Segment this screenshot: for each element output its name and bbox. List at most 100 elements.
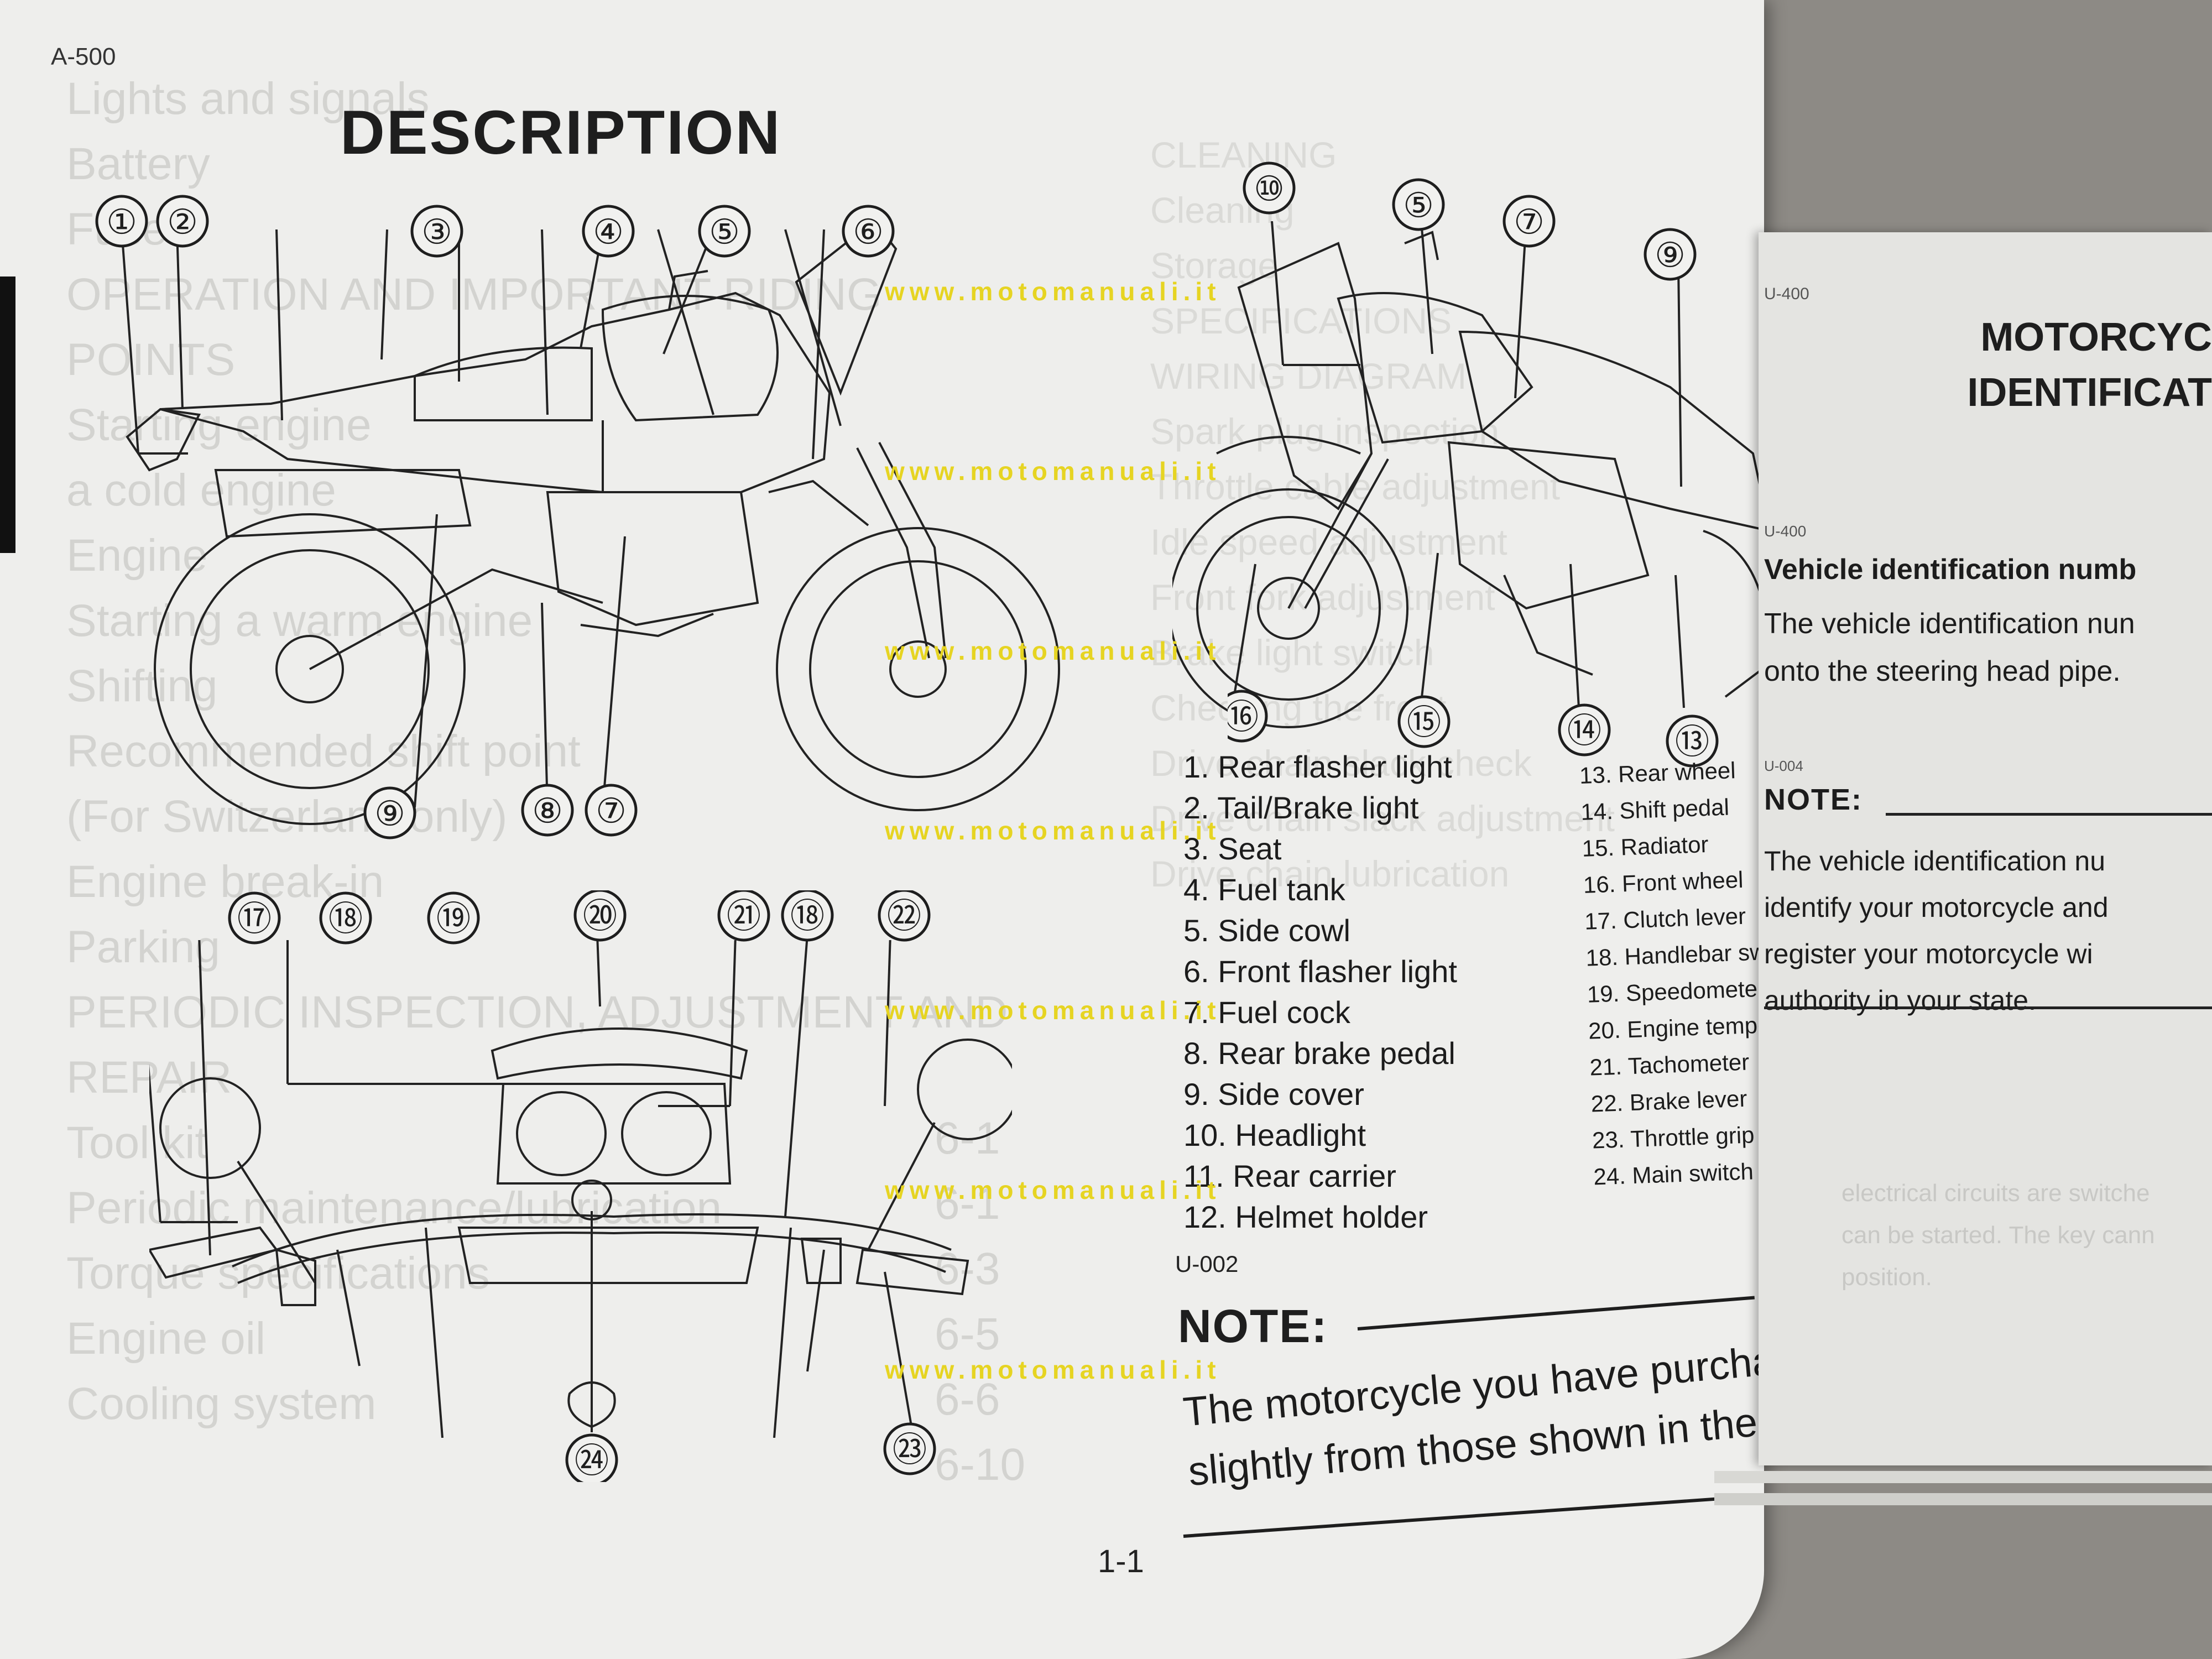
parts-list-13-24: 13. Rear wheel 14. Shift pedal 15. Radia… bbox=[1579, 749, 1764, 1196]
left-view-callouts: ① ② ③ ④ ⑤ ⑥ ⑦ ⑧ ⑨ bbox=[95, 195, 895, 839]
watermark: www.motomanuali.it bbox=[885, 277, 1221, 306]
svg-text:⑲: ⑲ bbox=[436, 900, 471, 938]
ghost-toc-line: a cold engine bbox=[66, 465, 336, 515]
ghost-toc-line: POINTS bbox=[66, 335, 236, 385]
ghost-toc-line: Tool kit bbox=[66, 1118, 208, 1168]
svg-text:㉑: ㉑ bbox=[727, 898, 761, 936]
ghost-toc-line: OPERATION AND IMPORTANT RIDING bbox=[66, 269, 882, 320]
ghost-toc-line: Drive chain slack adjustment bbox=[1150, 798, 1615, 839]
part-item: 1. Rear flasher light bbox=[1183, 749, 1452, 784]
handlebar-cockpit-diagram bbox=[149, 940, 1012, 1438]
svg-text:⑰: ⑰ bbox=[237, 900, 272, 938]
svg-text:⑯: ⑯ bbox=[1228, 698, 1259, 737]
ghost-toc-line: Front fork adjustment bbox=[1150, 577, 1495, 618]
ghost-toc-line: Lights and signals bbox=[66, 74, 430, 124]
svg-text:②: ② bbox=[167, 204, 198, 242]
ghost-line: can be started. The key cann bbox=[1841, 1222, 2155, 1249]
svg-text:⑦: ⑦ bbox=[596, 792, 627, 831]
right-view-callouts: ⑩ ⑤ ⑦ ⑨ ⑬ ⑭ ⑮ ⑯ bbox=[1228, 161, 1719, 768]
callout-4: ④ bbox=[582, 205, 635, 258]
note-heading: NOTE: bbox=[1764, 783, 1863, 816]
svg-text:㉓: ㉓ bbox=[893, 1431, 927, 1469]
section-tab bbox=[0, 276, 15, 553]
paragraph-line: The vehicle identification nun bbox=[1764, 608, 2135, 640]
note-rule bbox=[1886, 813, 2212, 816]
callout-21: ㉑ bbox=[717, 890, 770, 942]
watermark: www.motomanuali.it bbox=[885, 637, 1221, 665]
watermark: www.motomanuali.it bbox=[885, 1176, 1221, 1204]
callout-5b: ⑤ bbox=[1392, 178, 1445, 231]
note-bottom-rule bbox=[1183, 1495, 1752, 1538]
callout-7: ⑦ bbox=[585, 784, 638, 837]
callout-23: ㉓ bbox=[883, 1422, 936, 1475]
page-number: 1-1 bbox=[1098, 1543, 1144, 1579]
callout-15: ⑮ bbox=[1397, 695, 1451, 748]
callout-1: ① bbox=[95, 195, 148, 248]
ghost-toc-pages: 6-1 6-1 6-3 6-5 6-6 6-10 bbox=[935, 1106, 1025, 1498]
callout-5: ⑤ bbox=[698, 205, 751, 258]
watermark: www.motomanuali.it bbox=[885, 816, 1221, 845]
ghost-toc-line: Cooling system bbox=[66, 1379, 377, 1429]
part-item: 10. Headlight bbox=[1183, 1118, 1366, 1152]
paragraph-line: authority in your state. bbox=[1764, 985, 2036, 1016]
callout-14: ⑭ bbox=[1558, 703, 1611, 757]
ghost-toc-line: CLEANING bbox=[1150, 134, 1337, 175]
callout-2: ② bbox=[156, 195, 209, 248]
note-rule bbox=[1357, 1296, 1755, 1331]
svg-text:⑱: ⑱ bbox=[790, 898, 825, 936]
part-item: 12. Helmet holder bbox=[1183, 1199, 1428, 1234]
watermark: www.motomanuali.it bbox=[885, 457, 1221, 486]
ghost-toc-line: Drive chain lubrication bbox=[1150, 853, 1510, 894]
callout-13: ⑬ bbox=[1666, 714, 1719, 768]
part-item: 2. Tail/Brake light bbox=[1183, 790, 1419, 825]
bleed-through-toc-right: CLEANING Cleaning Storage SPECIFICATIONS… bbox=[1150, 127, 1759, 901]
svg-text:⑦: ⑦ bbox=[1514, 204, 1545, 242]
ghost-toc-page: 6-6 bbox=[935, 1374, 1000, 1425]
ghost-toc-page: 6-5 bbox=[935, 1309, 1000, 1359]
callout-19: ⑲ bbox=[427, 891, 480, 945]
callout-3: ③ bbox=[410, 205, 463, 258]
callout-16: ⑯ bbox=[1228, 690, 1268, 743]
part-item: 5. Side cowl bbox=[1183, 913, 1350, 948]
svg-text:⑤: ⑤ bbox=[709, 213, 740, 252]
svg-text:㉔: ㉔ bbox=[575, 1442, 609, 1480]
ghost-toc-line: Battery bbox=[66, 139, 210, 189]
callout-22: ㉒ bbox=[878, 890, 931, 942]
callout-17: ⑰ bbox=[228, 891, 281, 945]
svg-text:⑮: ⑮ bbox=[1407, 704, 1441, 742]
svg-text:⑱: ⑱ bbox=[328, 900, 363, 938]
callout-8: ⑧ bbox=[521, 784, 574, 837]
callout-10: ⑩ bbox=[1243, 161, 1296, 215]
page-reference: U-400 bbox=[1764, 523, 1807, 540]
watermark: www.motomanuali.it bbox=[885, 1355, 1221, 1384]
callout-24: ㉔ bbox=[565, 1433, 618, 1482]
ghost-toc-line: Engine oil bbox=[66, 1313, 266, 1364]
paragraph-line: onto the steering head pipe. bbox=[1764, 655, 2121, 687]
ghost-toc-line: Throttle cable adjustment bbox=[1150, 466, 1561, 507]
ghost-toc-line: Engine bbox=[66, 530, 208, 581]
callout-6: ⑥ bbox=[842, 205, 895, 258]
ghost-line: electrical circuits are switche bbox=[1841, 1180, 2150, 1207]
svg-text:⑨: ⑨ bbox=[374, 795, 405, 833]
paragraph-line: register your motorcycle wi bbox=[1764, 938, 2093, 969]
ghost-toc-page: 6-1 bbox=[935, 1178, 1000, 1229]
handlebar-callouts: ⑰ ⑱ ⑲ ⑳ ㉑ ⑱ ㉒ ㉓ ㉔ bbox=[228, 890, 936, 1482]
svg-text:①: ① bbox=[106, 204, 137, 242]
callout-18b: ⑱ bbox=[781, 890, 834, 942]
page-reference: U-004 bbox=[1764, 758, 1803, 774]
svg-text:③: ③ bbox=[421, 213, 452, 252]
section-code: U-002 bbox=[1175, 1251, 1239, 1277]
svg-text:⑥: ⑥ bbox=[853, 213, 884, 252]
page-reference: A-500 bbox=[51, 43, 116, 70]
manual-left-page: Lights and signals Battery Fuse OPERATIO… bbox=[0, 0, 1764, 1659]
svg-text:⑳: ⑳ bbox=[583, 898, 617, 936]
ghost-toc-line: Drive chain slack check bbox=[1150, 743, 1532, 784]
page-title: DESCRIPTION bbox=[340, 98, 782, 167]
section-title-line: MOTORCYC bbox=[1980, 315, 2212, 359]
callout-9: ⑨ bbox=[363, 786, 416, 839]
ghost-line: position. bbox=[1841, 1264, 1932, 1291]
part-item: 9. Side cover bbox=[1183, 1077, 1364, 1112]
note-bottom-rule bbox=[1764, 1006, 2212, 1009]
page-stack-edge bbox=[1714, 1471, 2212, 1483]
ghost-toc-line: PERIODIC INSPECTION, ADJUSTMENT AND bbox=[66, 987, 1008, 1037]
